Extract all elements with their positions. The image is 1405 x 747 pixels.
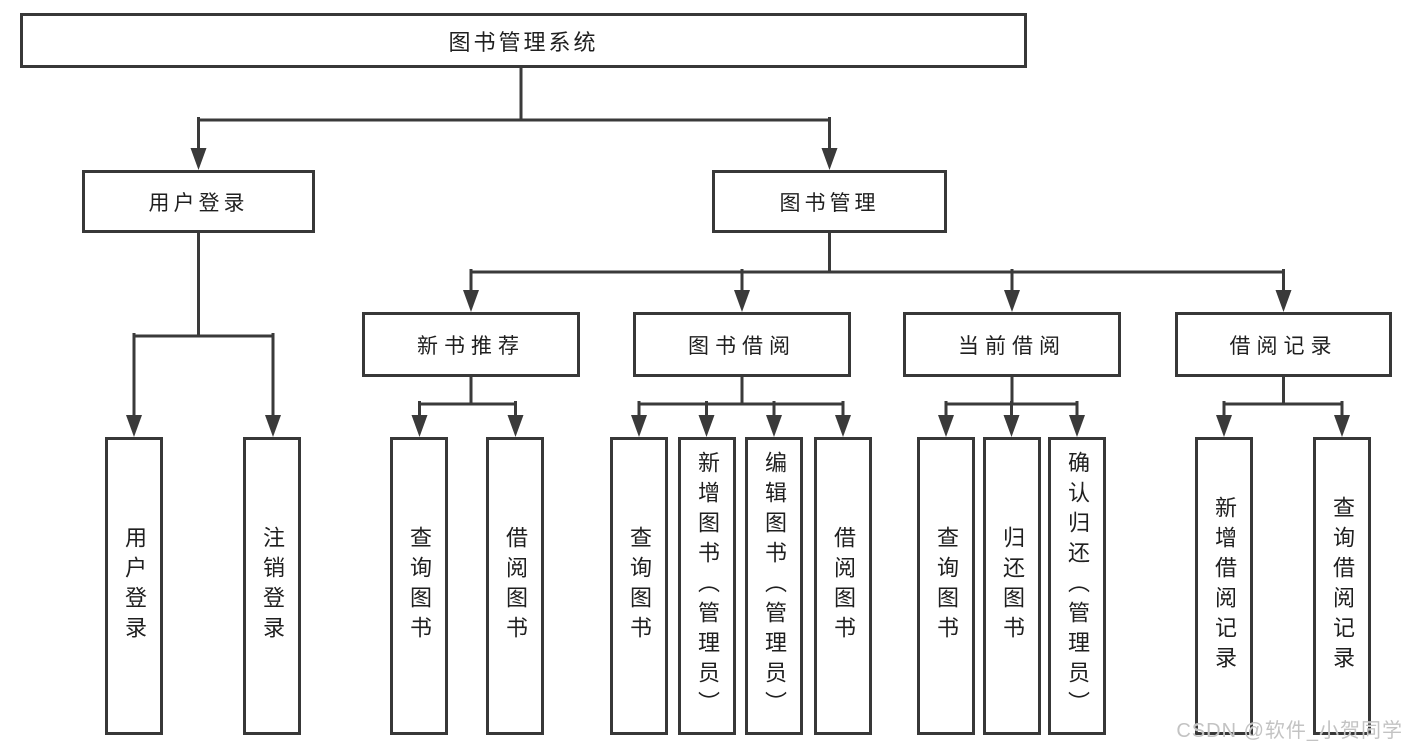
- leaf-label: 查询图书: [407, 526, 432, 646]
- leaf-label: 新增图书（管理员）: [695, 451, 720, 721]
- leaf-label: 新增借阅记录: [1212, 496, 1237, 676]
- leaf-borrow-books-recommend: 借阅图书: [486, 437, 544, 735]
- leaf-query-books-borrowing: 查询图书: [610, 437, 668, 735]
- node-book-management: 图书管理: [712, 170, 947, 233]
- leaf-label: 借阅图书: [831, 526, 856, 646]
- leaf-borrow-books: 借阅图书: [814, 437, 872, 735]
- leaf-user-login: 用户登录: [105, 437, 163, 735]
- node-current-borrowing: 当前借阅: [903, 312, 1121, 377]
- leaf-label: 查询图书: [627, 526, 652, 646]
- leaf-label: 确认归还（管理员）: [1065, 451, 1090, 721]
- leaf-logout: 注销登录: [243, 437, 301, 735]
- leaf-query-books-current: 查询图书: [917, 437, 975, 735]
- leaf-label: 查询图书: [934, 526, 959, 646]
- leaf-add-books-admin: 新增图书（管理员）: [678, 437, 736, 735]
- arrowheads: [126, 148, 1350, 437]
- leaf-label: 编辑图书（管理员）: [762, 451, 787, 721]
- leaf-return-books: 归还图书: [983, 437, 1041, 735]
- node-root-system: 图书管理系统: [20, 13, 1027, 68]
- leaf-label: 查询借阅记录: [1330, 496, 1355, 676]
- node-new-book-recommend: 新书推荐: [362, 312, 580, 377]
- node-book-borrowing: 图书借阅: [633, 312, 851, 377]
- node-borrowing-records: 借阅记录: [1175, 312, 1392, 377]
- node-user-login: 用户登录: [82, 170, 315, 233]
- leaf-label: 归还图书: [1000, 526, 1025, 646]
- leaf-label: 注销登录: [260, 526, 285, 646]
- leaf-query-borrow-record: 查询借阅记录: [1313, 437, 1371, 735]
- leaf-label: 借阅图书: [503, 526, 528, 646]
- leaf-edit-books-admin: 编辑图书（管理员）: [745, 437, 803, 735]
- leaf-label: 用户登录: [122, 526, 147, 646]
- leaf-confirm-return-admin: 确认归还（管理员）: [1048, 437, 1106, 735]
- leaf-query-books-recommend: 查询图书: [390, 437, 448, 735]
- leaf-add-borrow-record: 新增借阅记录: [1195, 437, 1253, 735]
